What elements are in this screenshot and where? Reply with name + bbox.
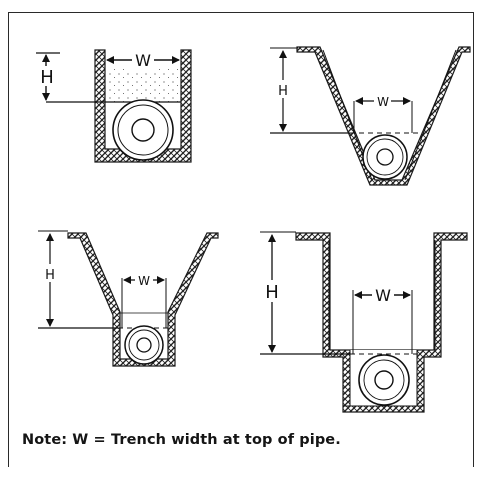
- height-label: H: [40, 67, 54, 88]
- trench-diagram-vertical-walls: W H: [36, 49, 192, 163]
- height-label: H: [45, 268, 55, 283]
- trench-diagram-stepped: W H: [260, 231, 468, 413]
- trench-soil: [296, 46, 471, 186]
- width-label: W: [135, 51, 151, 70]
- backfill-zone: [107, 68, 179, 102]
- figure-note: Note: W = Trench width at top of pipe.: [22, 432, 341, 448]
- trench-diagram-sloped: W H: [270, 46, 471, 186]
- trench-diagram-sloped-narrow: W H: [38, 230, 219, 367]
- width-label: W: [377, 95, 389, 109]
- height-label: H: [278, 84, 288, 99]
- width-label: W: [138, 274, 150, 288]
- trench-soil: [94, 49, 192, 163]
- pipe-inner: [131, 118, 155, 142]
- figure-frame: [8, 12, 474, 467]
- height-label: H: [265, 282, 279, 303]
- width-label: W: [375, 286, 391, 305]
